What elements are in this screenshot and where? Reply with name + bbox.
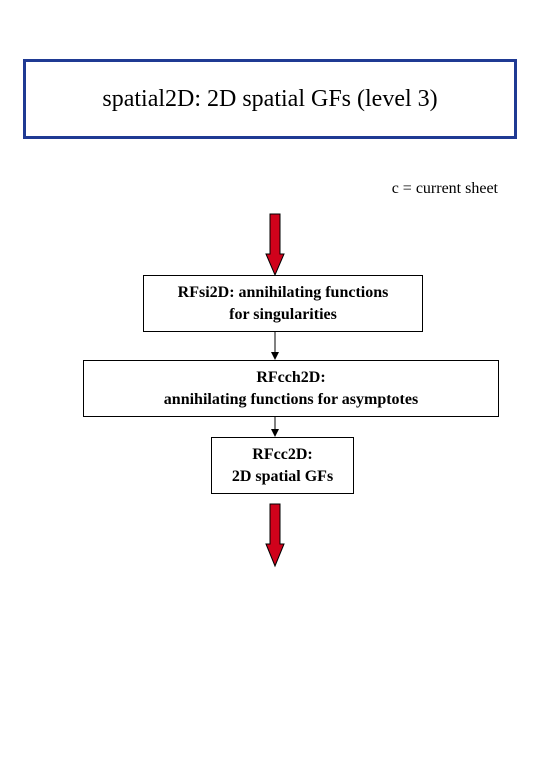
node-label-line: RFcch2D: xyxy=(256,368,326,386)
node-label-line: RFsi2D: annihilating functions xyxy=(177,283,389,301)
node-label-line: RFcc2D: xyxy=(252,445,313,463)
diagram-title: spatial2D: 2D spatial GFs (level 3) xyxy=(102,85,438,112)
legend-note: c = current sheet xyxy=(391,180,498,197)
node-label-line: for singularities xyxy=(229,305,337,323)
node-label-line: annihilating functions for asymptotes xyxy=(163,390,419,408)
node-rfsi2d: RFsi2D: annihilating functions for singu… xyxy=(143,275,423,332)
node-rfcc2d: RFcc2D: 2D spatial GFs xyxy=(211,437,354,494)
output-arrow-icon xyxy=(265,503,285,568)
node-label-line: 2D spatial GFs xyxy=(231,467,334,485)
diagram-title-box: spatial2D: 2D spatial GFs (level 3) xyxy=(23,59,517,139)
node-rfcch2d: RFcch2D: annihilating functions for asym… xyxy=(83,360,499,417)
input-arrow-icon xyxy=(265,213,285,277)
